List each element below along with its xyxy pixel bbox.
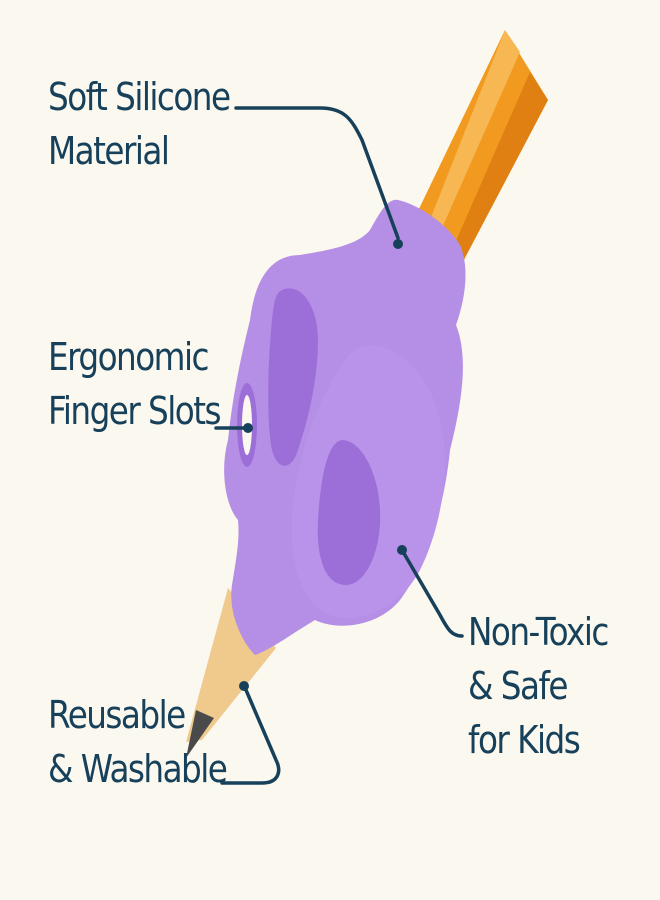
leader-material [234, 106, 400, 240]
leader-lines [214, 106, 464, 785]
callout-material-line1: Soft Silicone [48, 75, 231, 119]
leader-safe-dot [397, 545, 407, 555]
callout-safe-line2: & Safe [468, 664, 569, 708]
callout-safe-line1: Non-Toxic [468, 610, 609, 654]
silicone-grip [224, 199, 466, 656]
grip-left-slot [268, 288, 318, 466]
grip-right-slot [317, 440, 381, 585]
leader-material-dot [393, 239, 403, 249]
callout-material-line2: Material [48, 129, 170, 173]
callout-non-toxic: Non-Toxic & Safe for Kids [468, 605, 609, 767]
callout-slots-line1: Ergonomic [48, 335, 209, 379]
callout-slots-line2: Finger Slots [48, 389, 222, 433]
callout-finger-slots: Ergonomic Finger Slots [48, 330, 222, 438]
pencil-lead [186, 710, 214, 758]
callout-washable: Reusable & Washable [48, 688, 228, 796]
leader-washable [220, 688, 281, 785]
callout-soft-silicone: Soft Silicone Material [48, 70, 231, 178]
leader-safe [400, 548, 464, 638]
leader-slots-dot [243, 423, 253, 433]
pencil-shaft-edge [438, 72, 548, 290]
callout-safe-line3: for Kids [468, 718, 581, 762]
callout-washable-line2: & Washable [48, 747, 228, 791]
pencil-shaft-highlight [418, 30, 520, 255]
callout-washable-line1: Reusable [48, 693, 186, 737]
leader-washable-dot [239, 681, 249, 691]
